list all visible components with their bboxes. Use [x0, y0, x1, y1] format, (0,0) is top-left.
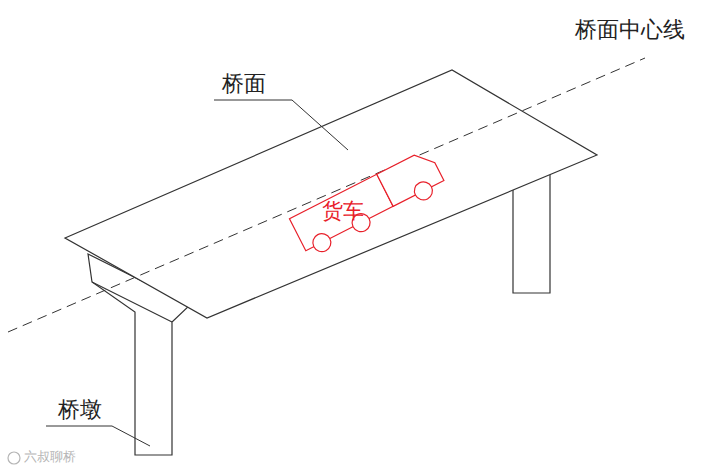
part-label: 桥墩	[58, 398, 102, 422]
bridge-deck	[65, 70, 597, 318]
part-label: 桥面中心线	[575, 18, 685, 42]
watermark-icon	[8, 452, 20, 464]
leader-line	[214, 100, 348, 150]
leader-line	[46, 426, 150, 446]
truck-label: 货车	[322, 200, 364, 223]
center-line	[8, 58, 645, 332]
watermark: 六叔聊桥	[24, 450, 76, 464]
truck-outline	[289, 148, 448, 258]
part-label: 桥面	[222, 72, 266, 96]
truck-box: 货车	[322, 200, 364, 223]
